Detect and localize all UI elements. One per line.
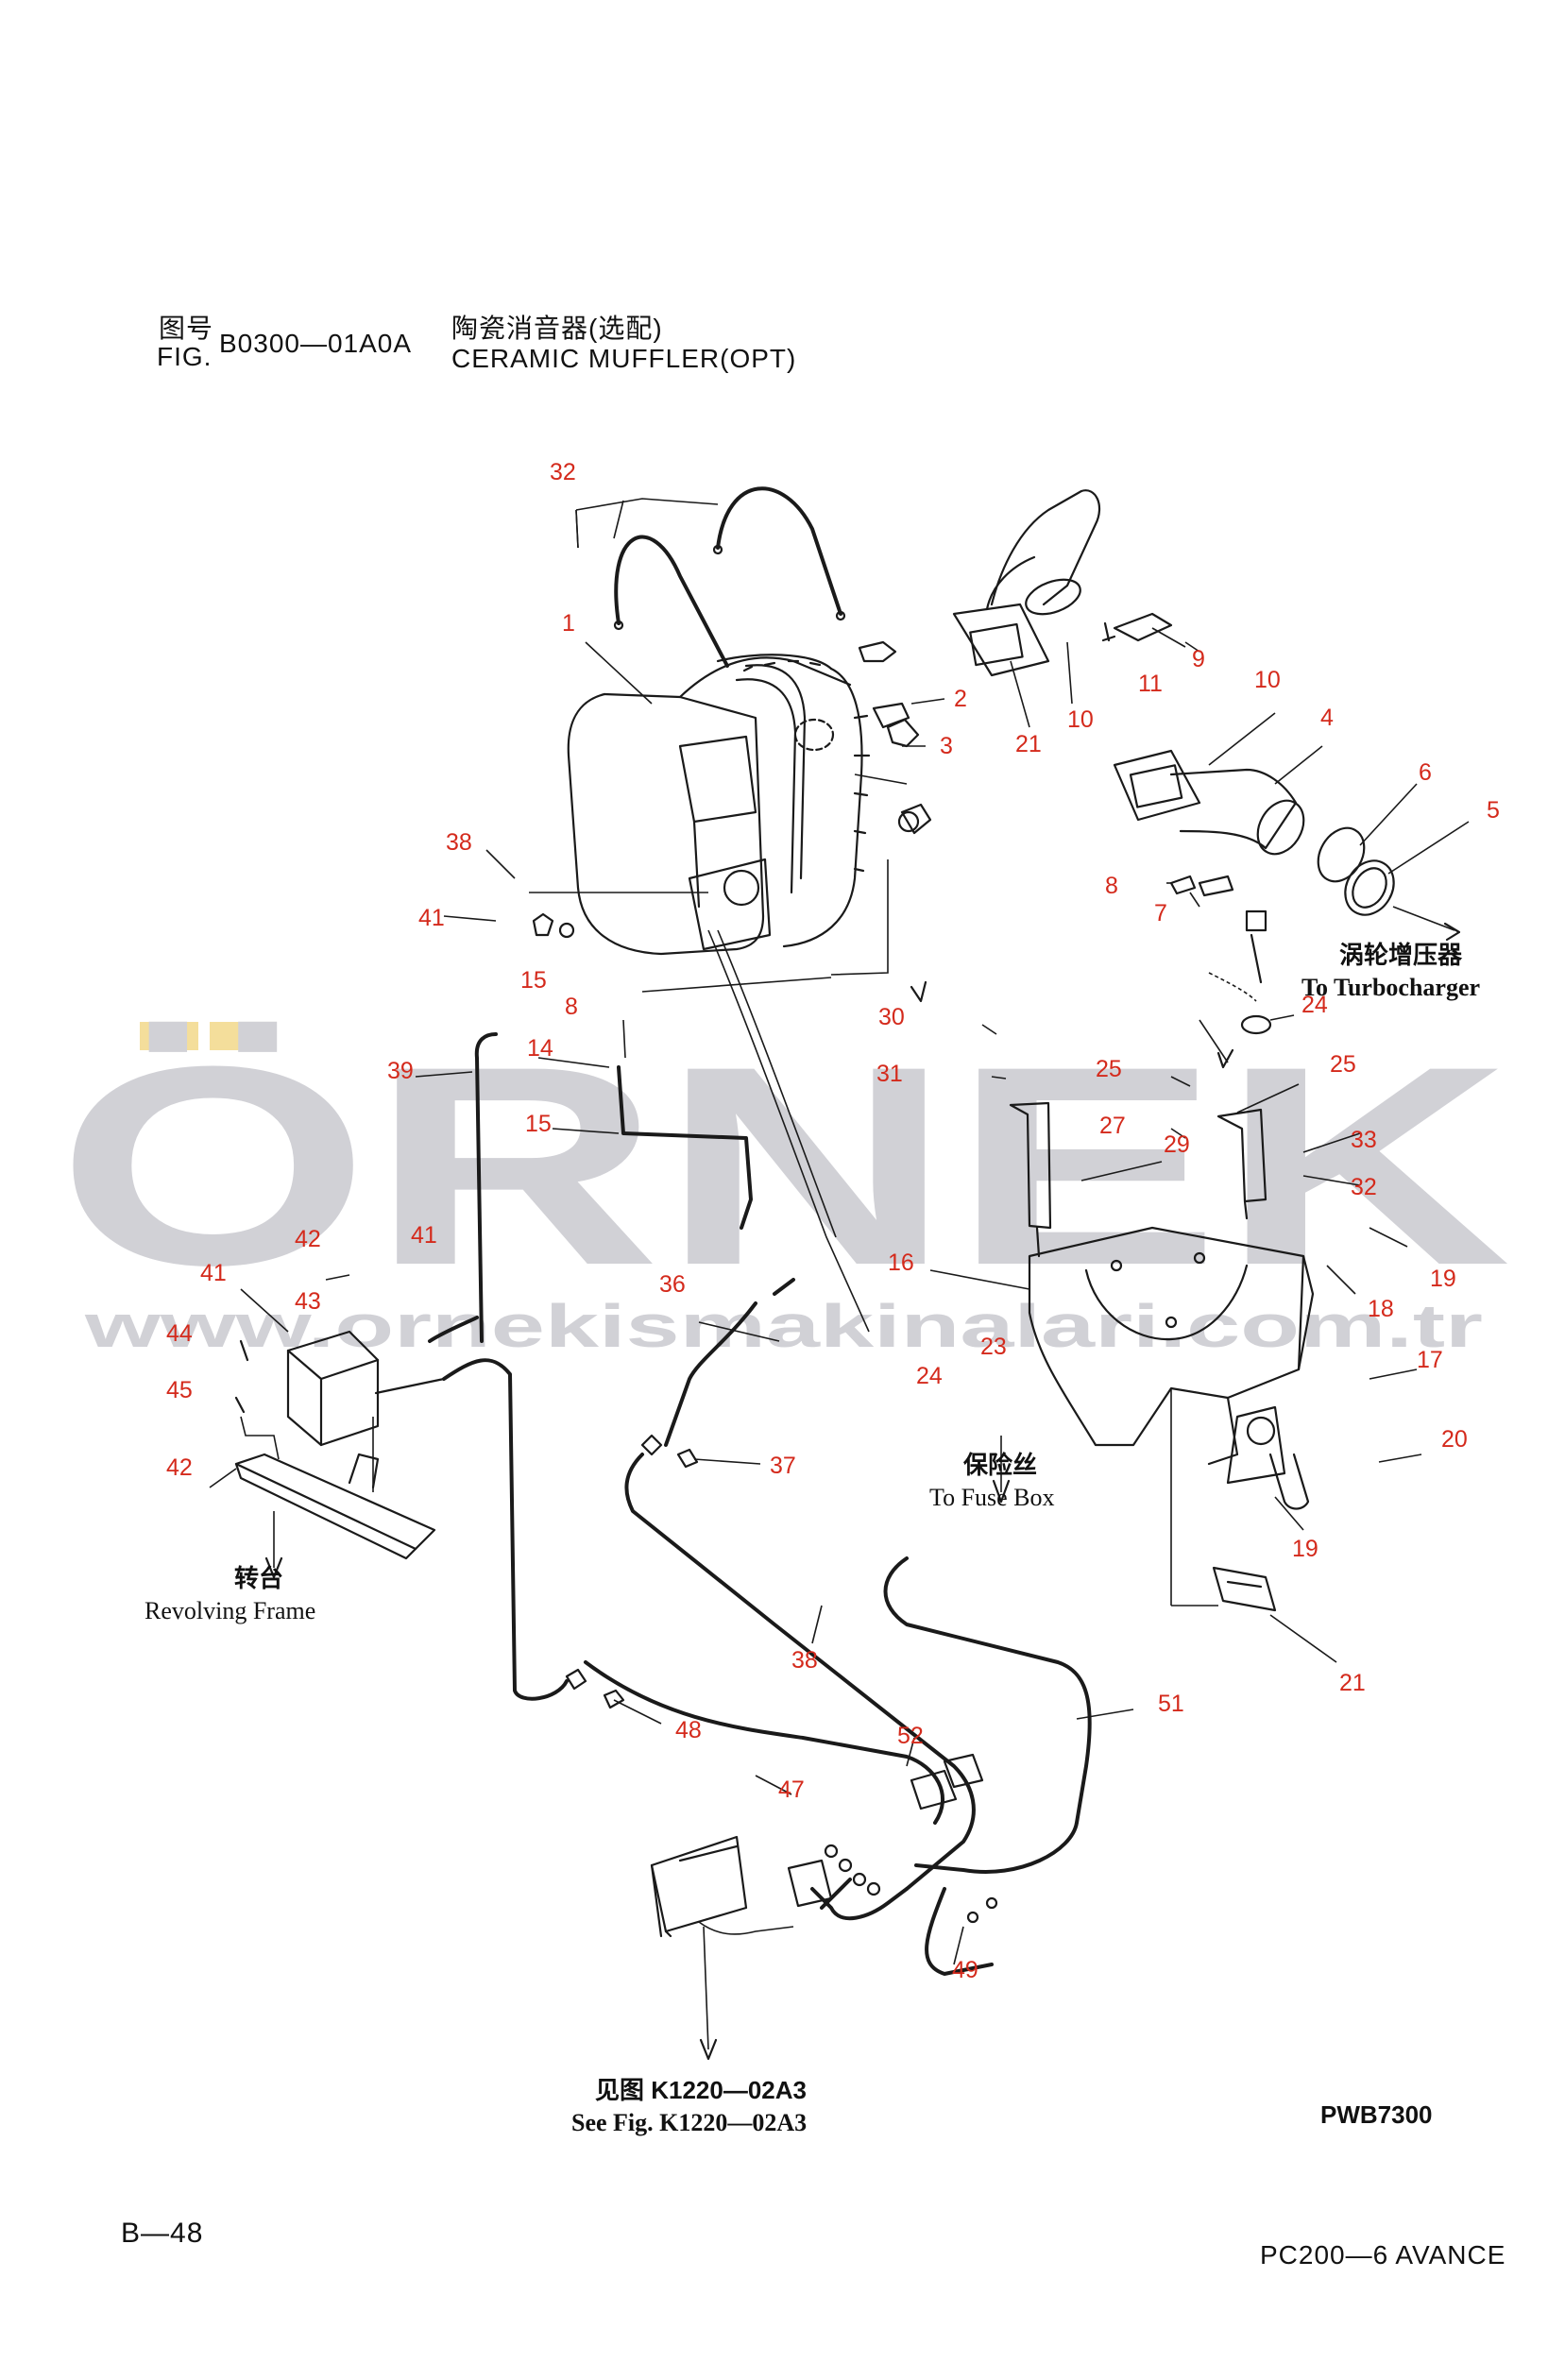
callout: 3 [940,733,953,759]
callout: 41 [200,1260,227,1286]
callout: 31 [876,1061,903,1087]
callout: 10 [1067,706,1094,733]
watermark-brand: ÖRNEK [57,1007,1511,1324]
watermark-accent-right [210,1022,268,1050]
drawing-number: PWB7300 [1320,2100,1433,2129]
callout: 17 [1417,1347,1443,1373]
callout: 33 [1351,1127,1377,1153]
callout: 44 [166,1320,193,1347]
callout: 1 [562,610,575,637]
callout: 16 [888,1250,914,1276]
fig-label-en: FIG. [157,342,213,371]
callout: 38 [791,1647,818,1674]
frame-note-en: Revolving Frame [145,1597,315,1624]
callout: 42 [295,1226,321,1252]
callout: 25 [1096,1056,1122,1082]
callout: 21 [1339,1670,1366,1696]
watermark-accent-left [140,1022,198,1050]
title-cn: 陶瓷消音器(选配) [451,314,663,343]
callout: 30 [878,1004,905,1030]
callout-labels: 32 1 2 3 21 10 11 9 10 4 6 5 8 7 24 25 3… [166,459,1500,1983]
exhaust-pipe-group [952,489,1461,1035]
callout: 43 [295,1288,321,1315]
callout: 51 [1158,1691,1184,1717]
title-en: CERAMIC MUFFLER(OPT) [451,344,797,373]
callout: 41 [418,905,445,931]
callout: 20 [1441,1426,1468,1453]
annotations: 涡轮增压器 To Turbocharger 保险丝 To Fuse Box 转台… [145,941,1480,2136]
callout: 42 [166,1454,193,1481]
fig-code: B0300—01A0A [219,329,413,358]
muffler-assembly [532,486,932,956]
callout: 39 [387,1058,414,1084]
callout: 2 [954,686,967,712]
callout: 4 [1320,705,1334,731]
callout: 24 [916,1363,943,1389]
callout: 15 [525,1111,552,1137]
callout: 45 [166,1377,193,1403]
leader-lines [209,509,1470,1965]
callout: 18 [1368,1296,1394,1322]
seefig-note-en: See Fig. K1220—02A3 [571,2109,807,2136]
callout: 29 [1164,1131,1190,1158]
callout: 24 [1301,992,1328,1018]
seefig-note-cn: 见图 K1220—02A3 [595,2076,807,2104]
fig-label-cn: 图号 [159,314,214,343]
callout: 37 [770,1453,796,1479]
fuse-note-en: To Fuse Box [929,1484,1055,1511]
callout: 7 [1154,900,1167,926]
callout: 36 [659,1271,686,1298]
callout: 23 [980,1334,1007,1360]
callout: 38 [446,829,472,856]
wiring-harness [428,859,1234,2061]
callout: 25 [1330,1051,1356,1078]
callout: 21 [1015,731,1042,757]
callout: 6 [1419,759,1432,786]
bracket-group [1009,1101,1315,1612]
watermark: ÖRNEK www.ornekismakinalari.com.tr [57,1007,1511,1360]
callout: 9 [1192,646,1205,672]
callout: 8 [1105,873,1118,899]
watermark-url: www.ornekismakinalari.com.tr [83,1292,1483,1360]
callout: 19 [1292,1536,1318,1562]
callout: 32 [550,459,576,485]
callout: 10 [1254,667,1281,693]
callout: 52 [897,1723,924,1749]
callout: 48 [675,1717,702,1743]
machine-model: PC200—6 AVANCE [1260,2240,1506,2270]
turbo-note-en: To Turbocharger [1301,974,1480,1001]
callout: 5 [1487,797,1500,824]
frame-note-cn: 转台 [234,1564,283,1592]
callout: 19 [1430,1266,1456,1292]
callout: 11 [1138,671,1163,697]
fuse-note-cn: 保险丝 [962,1451,1037,1479]
page-number: B—48 [121,2218,204,2249]
callout: 41 [411,1222,437,1249]
callout: 15 [520,967,547,994]
turbo-note-cn: 涡轮增压器 [1339,941,1463,969]
callout: 47 [778,1776,805,1803]
callout: 14 [527,1035,553,1062]
callout: 49 [952,1957,978,1983]
callout: 8 [565,994,578,1020]
controller-group [234,1330,446,1579]
callout: 27 [1099,1113,1126,1139]
callout: 32 [1351,1174,1377,1200]
